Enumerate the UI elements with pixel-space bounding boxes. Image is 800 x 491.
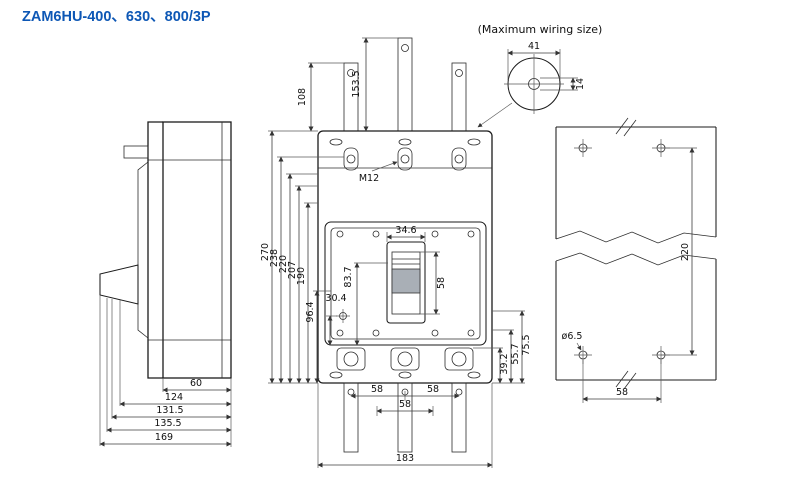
dim-58-handle: 58 bbox=[436, 277, 447, 289]
pad-right-hole bbox=[451, 351, 467, 367]
dim-75-5: 75.5 bbox=[521, 334, 532, 355]
side-body-outline bbox=[162, 121, 232, 379]
side-view-dimensions: 60 124 131.5 135.5 169 bbox=[99, 295, 232, 447]
pad-middle-hole bbox=[397, 351, 413, 367]
handle-window-lines bbox=[392, 258, 420, 265]
cover-screw bbox=[336, 329, 344, 337]
bottom-lead-middle bbox=[397, 382, 413, 453]
handle-grip bbox=[391, 268, 421, 294]
m12-leader bbox=[371, 161, 398, 172]
top-lead-right-hole bbox=[455, 69, 463, 77]
dim-39-2: 39.2 bbox=[499, 353, 510, 374]
dim-14: 14 bbox=[575, 78, 586, 90]
stud-middle bbox=[397, 147, 413, 171]
wiring-lug-crosshair bbox=[504, 54, 564, 114]
dim-207: 207 bbox=[287, 261, 298, 279]
break-mark-top bbox=[615, 117, 637, 137]
bottom-lead-left-hole bbox=[347, 388, 355, 396]
handle-escutcheon bbox=[386, 241, 426, 324]
dim-hole-dia: ø6.5 bbox=[562, 331, 583, 342]
dim-overall-169: 169 bbox=[155, 432, 173, 443]
hole-dia-leader bbox=[576, 342, 582, 351]
mount-slot-top-center bbox=[398, 138, 412, 146]
cover-screw bbox=[336, 230, 344, 238]
dim-lead-153-5: 153.5 bbox=[351, 70, 362, 97]
page-title: ZAM6HU-400、630、800/3P bbox=[22, 9, 211, 25]
side-view bbox=[99, 121, 232, 379]
cover-screw bbox=[372, 329, 380, 337]
cover-screw bbox=[431, 329, 439, 337]
label-m12: M12 bbox=[359, 173, 379, 184]
wiring-size-detail: (Maximum wiring size) 41 14 bbox=[477, 23, 603, 128]
dim-96-4: 96.4 bbox=[305, 301, 316, 322]
stud-left bbox=[343, 147, 359, 171]
pad-left bbox=[336, 347, 366, 371]
dim-190: 190 bbox=[296, 267, 307, 285]
dim-131-5: 131.5 bbox=[156, 405, 183, 416]
break-zigzag-lower bbox=[555, 252, 717, 266]
stud-middle-hole bbox=[400, 154, 410, 164]
dim-58-center: 58 bbox=[399, 399, 411, 410]
dim-30-4: 30.4 bbox=[325, 293, 346, 304]
dim-41: 41 bbox=[528, 41, 540, 52]
bottom-lead-right bbox=[451, 382, 467, 453]
pad-left-hole bbox=[343, 351, 359, 367]
top-lead-middle bbox=[397, 37, 413, 132]
side-terminal-lug bbox=[123, 145, 149, 159]
dim-124: 124 bbox=[165, 392, 183, 403]
pad-right bbox=[444, 347, 474, 371]
dim-270: 270 bbox=[260, 243, 271, 261]
break-mark-bottom bbox=[615, 370, 637, 390]
mount-slot-top-left bbox=[329, 138, 343, 146]
mount-slot-bottom-left bbox=[329, 371, 343, 379]
top-lead-right bbox=[451, 62, 467, 132]
detail-pointer-arrow bbox=[477, 102, 513, 128]
dim-depth-60: 60 bbox=[190, 378, 202, 389]
side-cover-profile bbox=[137, 161, 149, 339]
wiring-detail-label: (Maximum wiring size) bbox=[478, 23, 603, 36]
front-view bbox=[317, 37, 493, 453]
dim-238: 238 bbox=[269, 249, 280, 267]
break-zigzag-upper bbox=[555, 230, 717, 244]
cover-screw bbox=[372, 230, 380, 238]
pad-middle bbox=[390, 347, 420, 371]
side-handle bbox=[99, 264, 139, 305]
top-lead-left-hole bbox=[347, 69, 355, 77]
cover-ref-hole-crosshair bbox=[336, 309, 350, 323]
dim-135-5: 135.5 bbox=[154, 418, 181, 429]
cover-screw bbox=[431, 230, 439, 238]
mount-slot-bottom-right bbox=[467, 371, 481, 379]
stud-right-hole bbox=[454, 154, 464, 164]
cover-inner-line bbox=[330, 227, 481, 340]
stud-right bbox=[451, 147, 467, 171]
mounting-hole-view: 220 ø6.5 58 bbox=[555, 117, 717, 403]
bottom-lead-right-hole bbox=[455, 388, 463, 396]
cover-screw bbox=[467, 329, 475, 337]
dim-83-7: 83.7 bbox=[343, 266, 354, 287]
cover-screw bbox=[467, 230, 475, 238]
mount-slot-top-right bbox=[467, 138, 481, 146]
dim-lead-108: 108 bbox=[297, 88, 308, 106]
dim-220: 220 bbox=[278, 255, 289, 273]
dim-55-7: 55.7 bbox=[510, 343, 521, 364]
top-lead-middle-hole bbox=[401, 44, 409, 52]
side-front-plate bbox=[147, 121, 163, 379]
mount-slot-bottom-center bbox=[398, 371, 412, 379]
dim-34-6: 34.6 bbox=[395, 225, 416, 236]
dim-58-pitch-left: 58 bbox=[371, 384, 383, 395]
dim-183: 183 bbox=[396, 453, 414, 464]
cover-outline bbox=[324, 221, 487, 346]
front-view-dimensions: 108 153.5 M12 270 238 220 207 190 96.4 3… bbox=[260, 37, 532, 468]
dim-mount-58: 58 bbox=[616, 387, 628, 398]
bottom-lead-left bbox=[343, 382, 359, 453]
dim-mount-220: 220 bbox=[680, 243, 691, 261]
dim-58-pitch-right: 58 bbox=[427, 384, 439, 395]
stud-left-hole bbox=[346, 154, 356, 164]
